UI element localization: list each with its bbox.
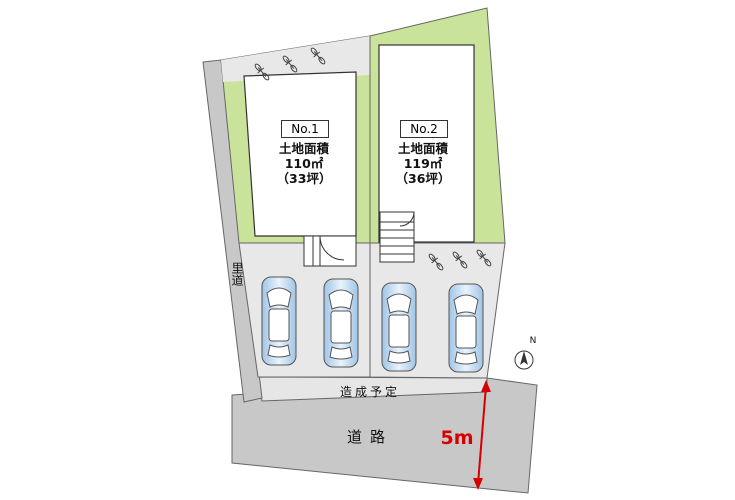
lot-1-area-value: 110㎡ bbox=[284, 156, 324, 171]
planned-road-label: 造成予定 bbox=[339, 385, 400, 399]
satomichi-lane bbox=[202, 59, 263, 403]
road-label: 道路 bbox=[346, 428, 393, 446]
lot-1-badge: No.1 bbox=[281, 120, 329, 138]
lot-2-area-title: 土地面積 bbox=[397, 141, 448, 156]
bicycle-group-2 bbox=[428, 249, 492, 271]
width-dimension bbox=[473, 380, 491, 490]
lot-1-area-tsubo: （33坪） bbox=[276, 171, 332, 186]
lot-2-area-tsubo: （36坪） bbox=[395, 171, 451, 186]
car-layer bbox=[261, 276, 484, 373]
lot-2-badge: No.2 bbox=[400, 120, 448, 138]
car-3 bbox=[381, 282, 417, 372]
lot-1-area-title: 土地面積 bbox=[278, 141, 329, 156]
car-2 bbox=[323, 278, 359, 368]
north-label: N bbox=[529, 336, 537, 346]
lot-2-area-value: 119㎡ bbox=[403, 156, 443, 171]
building-2 bbox=[378, 44, 475, 243]
lot-2-area-text: 土地面積 119㎡ （36坪） bbox=[389, 141, 457, 186]
building-1-porch bbox=[303, 235, 357, 267]
car-4 bbox=[448, 283, 484, 373]
lot-1-area-text: 土地面積 110㎡ （33坪） bbox=[270, 141, 338, 186]
car-1 bbox=[261, 276, 297, 366]
satomichi-label: 里道 bbox=[230, 262, 244, 286]
width-label: 5m bbox=[440, 427, 474, 449]
north-arrow-icon bbox=[514, 350, 534, 370]
building-2-stairs bbox=[379, 211, 415, 263]
bicycle-group-1 bbox=[254, 47, 326, 81]
